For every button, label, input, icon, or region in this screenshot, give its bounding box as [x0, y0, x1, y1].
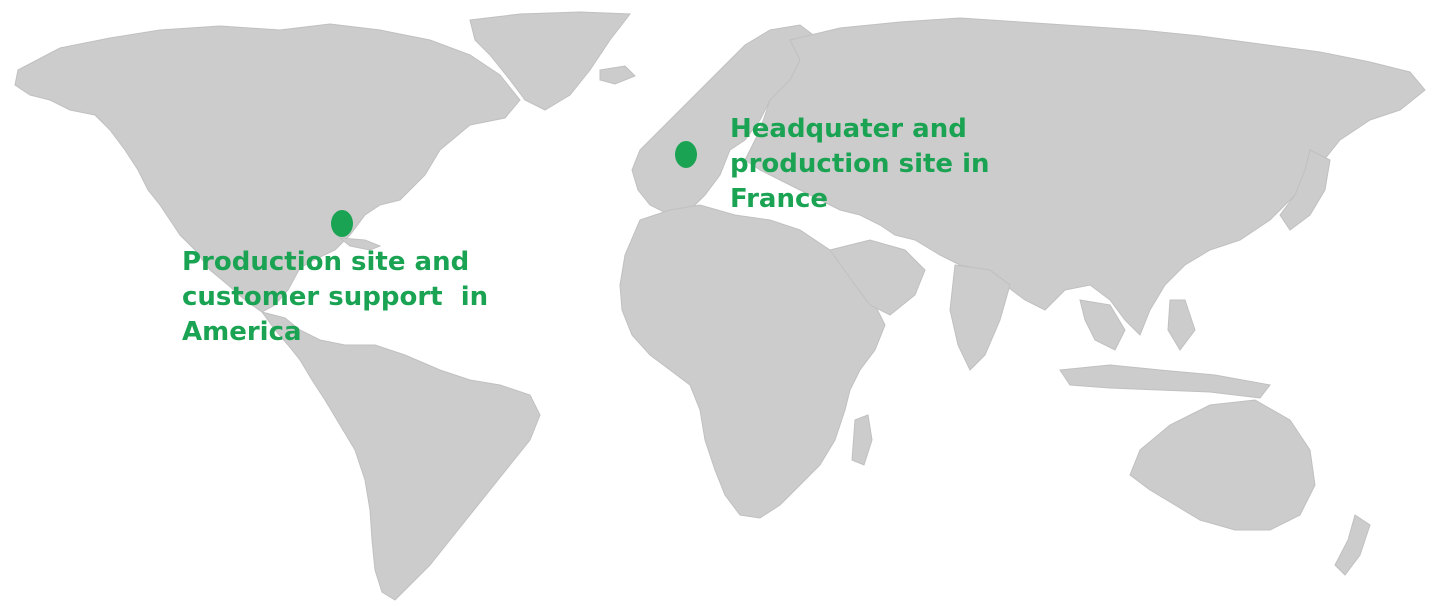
- australia-landmass: [1129, 399, 1316, 531]
- america-site-label-line-1: Production site and: [182, 247, 470, 277]
- indonesia-landmass: [1059, 364, 1271, 399]
- new-zealand-landmass: [1334, 514, 1371, 576]
- africa-landmass: [619, 204, 886, 519]
- america-site-label-line-2: customer support in: [182, 282, 489, 312]
- greenland-landmass: [469, 11, 631, 111]
- philippines-landmass: [1167, 299, 1196, 351]
- southeast-asia-landmass: [1079, 299, 1126, 351]
- south-america-landmass: [260, 311, 541, 601]
- india-landmass: [949, 264, 1011, 371]
- japan-landmass: [1279, 149, 1331, 231]
- asia-landmass: [744, 17, 1426, 336]
- france-site-label-line-3: France: [730, 184, 829, 214]
- france-site-marker: [675, 141, 697, 168]
- iceland-landmass: [599, 65, 636, 85]
- america-site-label-line-3: America: [182, 317, 302, 347]
- france-site-label-line-2: production site in: [730, 149, 990, 179]
- north-america-landmass: [14, 23, 521, 313]
- america-site-marker: [331, 210, 353, 237]
- caribbean-landmass: [338, 237, 382, 251]
- america-site-label: Production site and customer support in …: [182, 245, 488, 350]
- middle-east-landmass: [829, 239, 926, 316]
- france-site-label: Headquater and production site in France: [730, 112, 990, 217]
- madagascar-landmass: [851, 414, 873, 466]
- france-site-label-line-1: Headquater and: [730, 114, 967, 144]
